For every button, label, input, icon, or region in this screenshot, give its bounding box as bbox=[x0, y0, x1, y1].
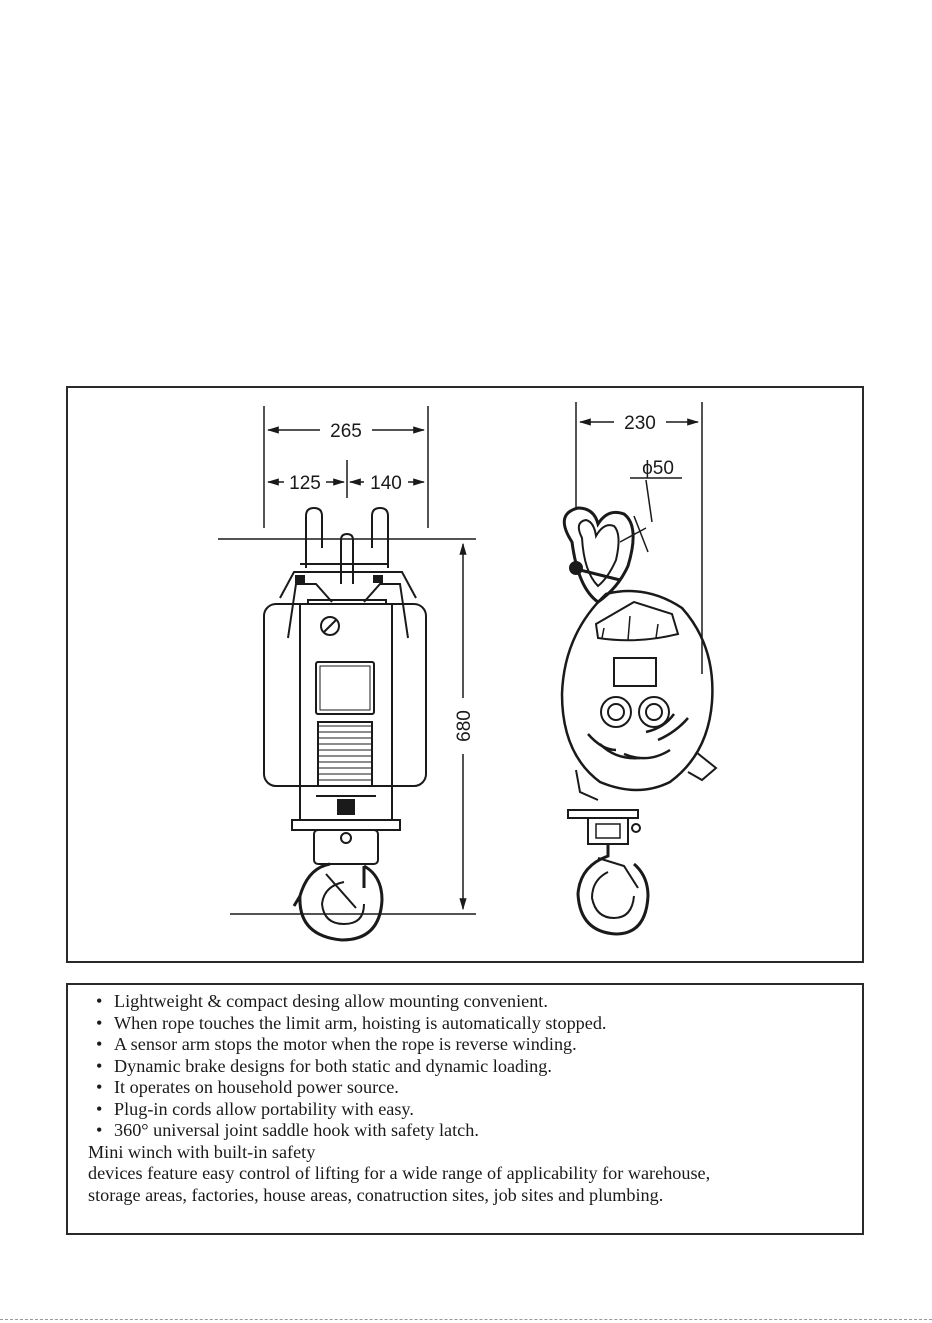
description-line: devices feature easy control of lifting … bbox=[88, 1163, 711, 1183]
dim-label-width: 265 bbox=[330, 421, 362, 442]
front-view bbox=[218, 406, 476, 942]
page-bottom-rule bbox=[0, 1319, 932, 1320]
description-line: storage areas, factories, house areas, c… bbox=[88, 1184, 664, 1205]
side-view bbox=[560, 402, 718, 936]
description-line: Mini winch with built-in safety bbox=[88, 1141, 316, 1162]
feature-item: •A sensor arm stops the motor when the r… bbox=[96, 1034, 577, 1054]
feature-item: •Dynamic brake designs for both static a… bbox=[96, 1055, 552, 1076]
feature-item: •Lightweight & compact desing allow moun… bbox=[96, 991, 548, 1011]
features-panel: •Lightweight & compact desing allow moun… bbox=[66, 983, 864, 1235]
feature-item: •It operates on household power source. bbox=[96, 1077, 399, 1097]
winch-drawing: 265 125 140 680 bbox=[218, 402, 718, 942]
dim-label-height: 680 bbox=[454, 710, 475, 742]
technical-drawing-panel: 265 125 140 680 bbox=[66, 386, 864, 963]
feature-item: •360° universal joint saddle hook with s… bbox=[96, 1120, 479, 1140]
feature-item: •Plug-in cords allow portability with ea… bbox=[96, 1098, 414, 1119]
features-list: •Lightweight & compact desing allow moun… bbox=[88, 991, 862, 1142]
dim-label-left: 125 bbox=[289, 473, 321, 494]
dim-label-right: 140 bbox=[370, 473, 402, 494]
dim-label-hook-diameter: ϕ50 bbox=[642, 458, 674, 479]
feature-item: •When rope touches the limit arm, hoisti… bbox=[96, 1012, 607, 1033]
dim-label-side-width: 230 bbox=[624, 413, 656, 434]
